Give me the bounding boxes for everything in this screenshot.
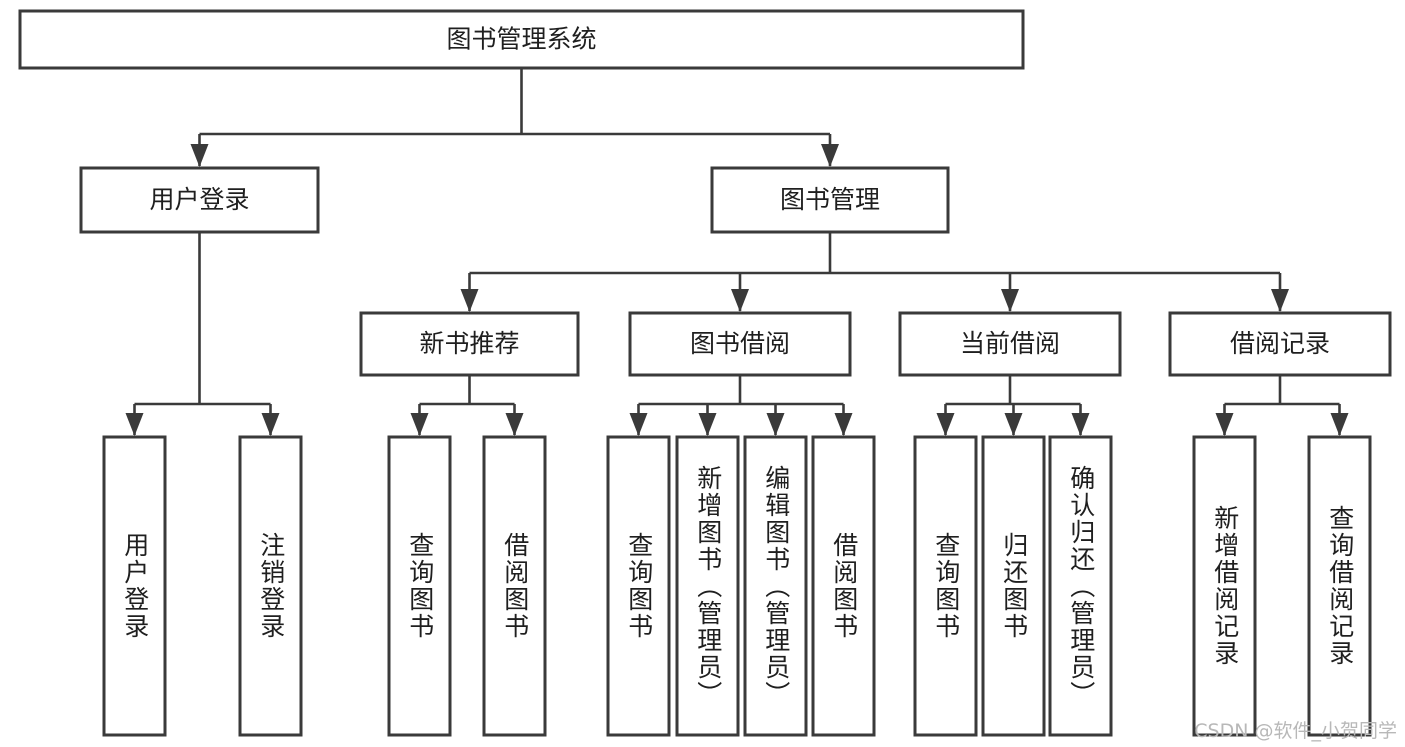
node-box-leaf-edit-book[interactable] xyxy=(743,435,808,737)
node-box-leaf-add-book[interactable] xyxy=(675,435,740,737)
node-box-leaf-borrow-book[interactable] xyxy=(811,435,876,737)
node-box-leaf-user-login[interactable] xyxy=(102,435,167,737)
node-label-borrow-record: 借阅记录 xyxy=(1230,329,1330,358)
node-box-root[interactable] xyxy=(18,9,1025,70)
arrow-icon-new-book-recommend xyxy=(460,289,479,312)
arrow-icon-book-management xyxy=(821,144,839,167)
arrow-icon-leaf-borrow-book xyxy=(834,413,853,436)
node-label-user-login: 用户登录 xyxy=(149,185,249,214)
arrow-icon-leaf-logout xyxy=(261,413,280,436)
arrow-icon-leaf-query-book-borrow xyxy=(629,413,648,436)
node-label-book-management: 图书管理 xyxy=(780,185,880,214)
node-box-user-login[interactable] xyxy=(79,166,320,234)
node-label-new-book-recommend: 新书推荐 xyxy=(419,329,519,358)
arrow-icon-current-borrow xyxy=(1001,289,1019,312)
node-box-current-borrow[interactable] xyxy=(898,311,1122,377)
boxes-layer xyxy=(18,9,1392,737)
node-box-leaf-query-book-current[interactable] xyxy=(913,435,978,737)
node-label-root: 图书管理系统 xyxy=(446,25,596,54)
arrow-icon-leaf-query-book-current xyxy=(936,413,955,436)
node-box-leaf-borrow-book-rec[interactable] xyxy=(482,435,547,737)
node-box-leaf-confirm-return[interactable] xyxy=(1048,435,1113,737)
arrow-icon-leaf-confirm-return xyxy=(1071,413,1090,436)
arrow-icon-leaf-return-book xyxy=(1004,413,1023,436)
arrow-icon-leaf-edit-book xyxy=(766,413,785,436)
node-label-current-borrow: 当前借阅 xyxy=(960,329,1060,358)
node-box-borrow-record[interactable] xyxy=(1168,311,1392,377)
arrow-icon-borrow-record xyxy=(1271,289,1289,312)
node-box-leaf-query-book-rec[interactable] xyxy=(387,435,452,737)
node-box-book-borrow[interactable] xyxy=(628,311,852,377)
arrow-icon-leaf-query-borrow-record xyxy=(1330,413,1349,436)
arrow-icon-user-login xyxy=(190,144,209,167)
node-box-leaf-query-borrow-record[interactable] xyxy=(1307,435,1372,737)
arrow-icon-book-borrow xyxy=(731,289,749,312)
arrow-icon-leaf-add-borrow-record xyxy=(1215,413,1234,436)
arrow-icon-leaf-query-book-rec xyxy=(410,413,429,436)
node-box-leaf-add-borrow-record[interactable] xyxy=(1192,435,1257,737)
node-label-book-borrow: 图书借阅 xyxy=(690,329,790,358)
node-box-leaf-return-book[interactable] xyxy=(981,435,1046,737)
node-box-leaf-query-book-borrow[interactable] xyxy=(606,435,671,737)
watermark-text: CSDN @软件_小贺同学 xyxy=(1194,720,1397,742)
node-box-book-management[interactable] xyxy=(710,166,950,234)
arrow-icon-leaf-borrow-book-rec xyxy=(505,413,524,436)
node-box-new-book-recommend[interactable] xyxy=(359,311,580,377)
arrow-icon-leaf-add-book xyxy=(698,413,717,436)
arrow-icon-leaf-user-login xyxy=(125,413,144,436)
node-box-leaf-logout[interactable] xyxy=(238,435,303,737)
connectors-layer xyxy=(125,68,1349,436)
